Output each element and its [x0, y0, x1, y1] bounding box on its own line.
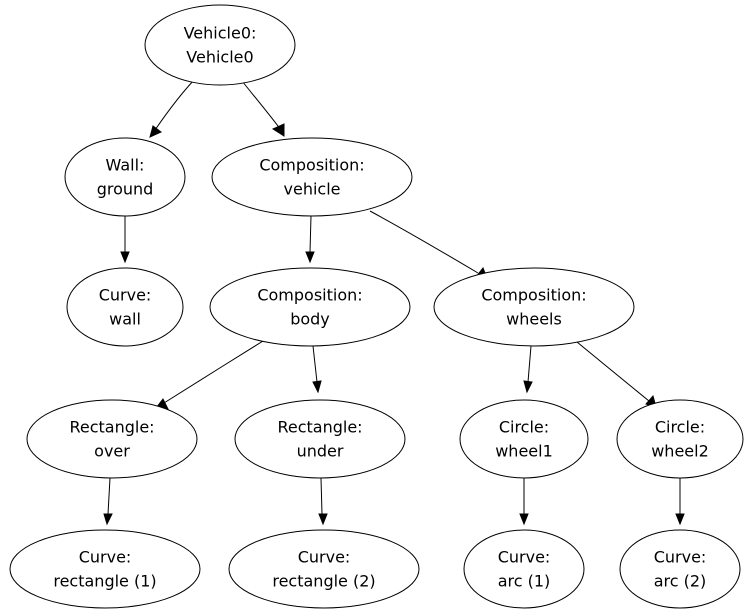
node-circle-wheel2[interactable]: Circle: wheel2 [616, 399, 744, 479]
arrowhead-icon [271, 123, 285, 137]
node-label-line2: wall [109, 310, 141, 329]
node-label-line1: Curve: [79, 548, 132, 567]
edge-circle-wheel1-to-curve-arc-1 [519, 478, 529, 526]
node-label-line2: arc (2) [654, 572, 707, 591]
node-label-line2: rectangle (1) [53, 572, 156, 591]
node-label-line2: wheel1 [495, 442, 553, 461]
node-label-line1: Vehicle0: [184, 24, 257, 43]
node-outline[interactable] [459, 399, 589, 479]
edge-line [320, 477, 323, 515]
node-label-line1: Curve: [654, 548, 707, 567]
edge-line [107, 477, 111, 515]
node-outline[interactable] [228, 529, 420, 609]
arrowhead-icon [149, 125, 162, 138]
edge-rectangle-over-to-curve-rectangle-1 [103, 477, 113, 526]
node-label-line1: Composition: [259, 156, 364, 175]
node-composition-body[interactable]: Composition: body [209, 267, 411, 347]
node-outline[interactable] [616, 399, 744, 479]
node-curve-arc-2[interactable]: Curve: arc (2) [619, 529, 741, 609]
edge-composition-wheels-to-circle-wheel1 [523, 345, 533, 394]
edge-line [369, 210, 479, 274]
node-label-line1: Rectangle: [277, 418, 362, 437]
node-label-line1: Curve: [99, 286, 152, 305]
node-curve-arc-1[interactable]: Curve: arc (1) [463, 529, 585, 609]
node-rectangle-under[interactable]: Rectangle: under [234, 399, 406, 479]
node-outline[interactable] [433, 267, 635, 347]
node-outline[interactable] [209, 267, 411, 347]
node-outline[interactable] [26, 399, 198, 479]
node-label-line2: over [94, 442, 130, 461]
edge-line [309, 215, 312, 253]
node-outline[interactable] [619, 529, 741, 609]
node-outline[interactable] [66, 267, 184, 347]
node-label-line1: Composition: [481, 286, 586, 305]
node-outline[interactable] [234, 399, 406, 479]
edge-composition-vehicle-to-composition-wheels [369, 210, 488, 279]
edge-line [312, 345, 318, 383]
edge-composition-body-to-rectangle-over [155, 340, 264, 410]
edge-circle-wheel2-to-curve-arc-2 [675, 478, 685, 526]
node-outline[interactable] [144, 4, 296, 86]
node-label-line2: under [297, 442, 344, 461]
arrowhead-icon [318, 513, 328, 526]
edge-composition-wheels-to-circle-wheel2 [576, 341, 657, 408]
node-curve-rectangle-2[interactable]: Curve: rectangle (2) [228, 529, 420, 609]
node-label-line1: Curve: [298, 548, 351, 567]
edge-vehicle0-to-composition-vehicle [241, 80, 285, 137]
edge-composition-vehicle-to-composition-body [305, 215, 315, 264]
edge-line [527, 345, 532, 383]
node-label-line1: Rectangle: [69, 418, 154, 437]
node-label-line2: vehicle [284, 180, 341, 199]
node-circle-wheel1[interactable]: Circle: wheel1 [459, 399, 589, 479]
edge-vehicle0-to-wall-ground [149, 79, 195, 138]
edge-rectangle-under-to-curve-rectangle-2 [318, 477, 328, 526]
node-outline[interactable] [64, 137, 186, 217]
node-label-line2: arc (1) [498, 572, 551, 591]
node-label-line2: wheels [506, 310, 562, 329]
node-label-line2: ground [97, 180, 154, 199]
edge-line [163, 340, 264, 404]
node-label-line1: Circle: [655, 418, 705, 437]
edge-composition-body-to-rectangle-under [312, 345, 322, 394]
node-label-line1: Curve: [498, 548, 551, 567]
arrowhead-icon [675, 513, 685, 526]
node-label-line2: rectangle (2) [272, 572, 375, 591]
arrowhead-icon [305, 251, 315, 264]
arrowhead-icon [519, 513, 529, 526]
node-label-line2: Vehicle0 [186, 48, 253, 67]
node-curve-rectangle-1[interactable]: Curve: rectangle (1) [9, 529, 201, 609]
node-rectangle-over[interactable]: Rectangle: over [26, 399, 198, 479]
edge-line [154, 79, 195, 131]
node-layer: Vehicle0: Vehicle0 Wall: ground Composit… [9, 4, 744, 609]
edge-line [576, 341, 650, 402]
node-composition-vehicle[interactable]: Composition: vehicle [211, 137, 413, 217]
node-composition-wheels[interactable]: Composition: wheels [433, 267, 635, 347]
node-label-line1: Wall: [106, 156, 145, 175]
node-label-line1: Composition: [257, 286, 362, 305]
edge-wall-ground-to-curve-wall [120, 216, 130, 264]
arrowhead-icon [103, 513, 113, 526]
node-curve-wall[interactable]: Curve: wall [66, 267, 184, 347]
node-label-line1: Circle: [499, 418, 549, 437]
node-label-line2: body [290, 310, 330, 329]
arrowhead-icon [120, 251, 130, 264]
node-vehicle0[interactable]: Vehicle0: Vehicle0 [144, 4, 296, 86]
arrowhead-icon [523, 380, 533, 394]
node-outline[interactable] [9, 529, 201, 609]
edge-line [241, 80, 282, 131]
arrowhead-icon [312, 380, 322, 394]
node-outline[interactable] [463, 529, 585, 609]
node-wall-ground[interactable]: Wall: ground [64, 137, 186, 217]
node-label-line2: wheel2 [651, 442, 709, 461]
node-outline[interactable] [211, 137, 413, 217]
